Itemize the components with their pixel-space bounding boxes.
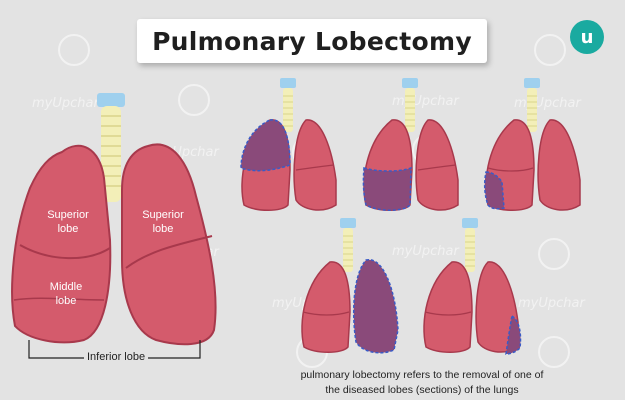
diseased-lobe — [353, 259, 399, 354]
watermark-icon — [538, 336, 570, 368]
variant-left-superior — [240, 77, 337, 211]
variant-left-lower-edge — [483, 77, 581, 211]
main-lungs — [11, 93, 217, 359]
caption-line-2: the diseased lobes (sections) of the lun… — [325, 384, 519, 396]
variant-left-inferior — [362, 77, 459, 211]
variant-right-superior — [301, 217, 399, 354]
right-lung — [121, 143, 217, 346]
watermark-icon — [534, 34, 566, 66]
variant-right-inferior — [423, 217, 522, 355]
caption-line-1: pulmonary lobectomy refers to the remova… — [300, 369, 544, 381]
watermark-icon — [58, 34, 90, 66]
watermark-icon — [178, 84, 210, 116]
diseased-lobe — [362, 166, 412, 211]
myupchar-logo-icon: u — [570, 20, 604, 54]
left-lung — [11, 144, 112, 344]
caption: pulmonary lobectomy refers to the remova… — [262, 368, 582, 398]
page-title: Pulmonary Lobectomy — [152, 26, 472, 56]
watermark-text: myUpchar — [392, 244, 459, 259]
watermark-text: myUpchar — [32, 96, 99, 111]
diseased-lobe — [483, 171, 505, 210]
watermark-text: myUpchar — [518, 296, 585, 311]
label-inferior-lobe: Inferior lobe — [84, 351, 149, 363]
watermark-icon — [538, 238, 570, 270]
diseased-lobe — [240, 119, 291, 172]
diseased-lobe — [505, 314, 522, 355]
title-banner: Pulmonary Lobectomy — [137, 19, 487, 63]
